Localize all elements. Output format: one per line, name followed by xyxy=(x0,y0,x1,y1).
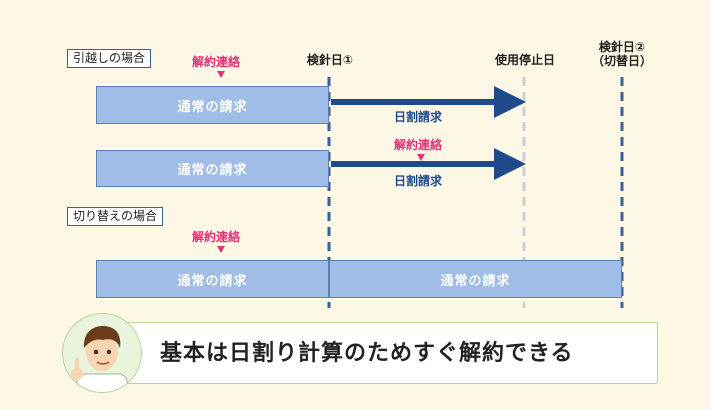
cancel-contact-label-2: 解約連絡 xyxy=(394,138,443,152)
advisor-illustration xyxy=(71,326,128,392)
prorated-label-1: 日割請求 xyxy=(394,110,443,124)
message-text: 基本は日割り計算のためすぐ解約できる xyxy=(160,341,574,366)
normal-billing-bar-1: 通常の請求 xyxy=(96,86,329,124)
normal-billing-bar-4: 通常の請求 xyxy=(329,260,622,298)
cancel-contact-label-1: 解約連絡 xyxy=(192,55,241,69)
prorated-label-2: 日割請求 xyxy=(394,174,443,188)
reading2-label-line1: 検針日② xyxy=(598,40,646,54)
prorated-arrow-1 xyxy=(331,86,526,118)
prorated-arrow-2 xyxy=(331,148,526,180)
reading2-label: 検針日② （切替日） xyxy=(588,40,656,68)
reading1-label: 検針日① xyxy=(306,53,354,67)
advisor-avatar xyxy=(62,313,142,393)
stop-date-label: 使用停止日 xyxy=(494,53,555,67)
cancel-marker-3 xyxy=(217,246,225,253)
cancel-marker-1 xyxy=(217,71,225,78)
cancel-marker-2 xyxy=(417,154,425,161)
reading2-label-line2: （切替日） xyxy=(591,54,652,68)
cancel-contact-label-3: 解約連絡 xyxy=(192,230,241,244)
normal-billing-bar-2: 通常の請求 xyxy=(96,150,329,187)
case-moving-label: 引越しの場合 xyxy=(67,49,152,68)
message-box xyxy=(125,322,658,384)
case-switch-label: 切り替えの場合 xyxy=(67,207,164,226)
normal-billing-bar-3: 通常の請求 xyxy=(96,260,329,298)
